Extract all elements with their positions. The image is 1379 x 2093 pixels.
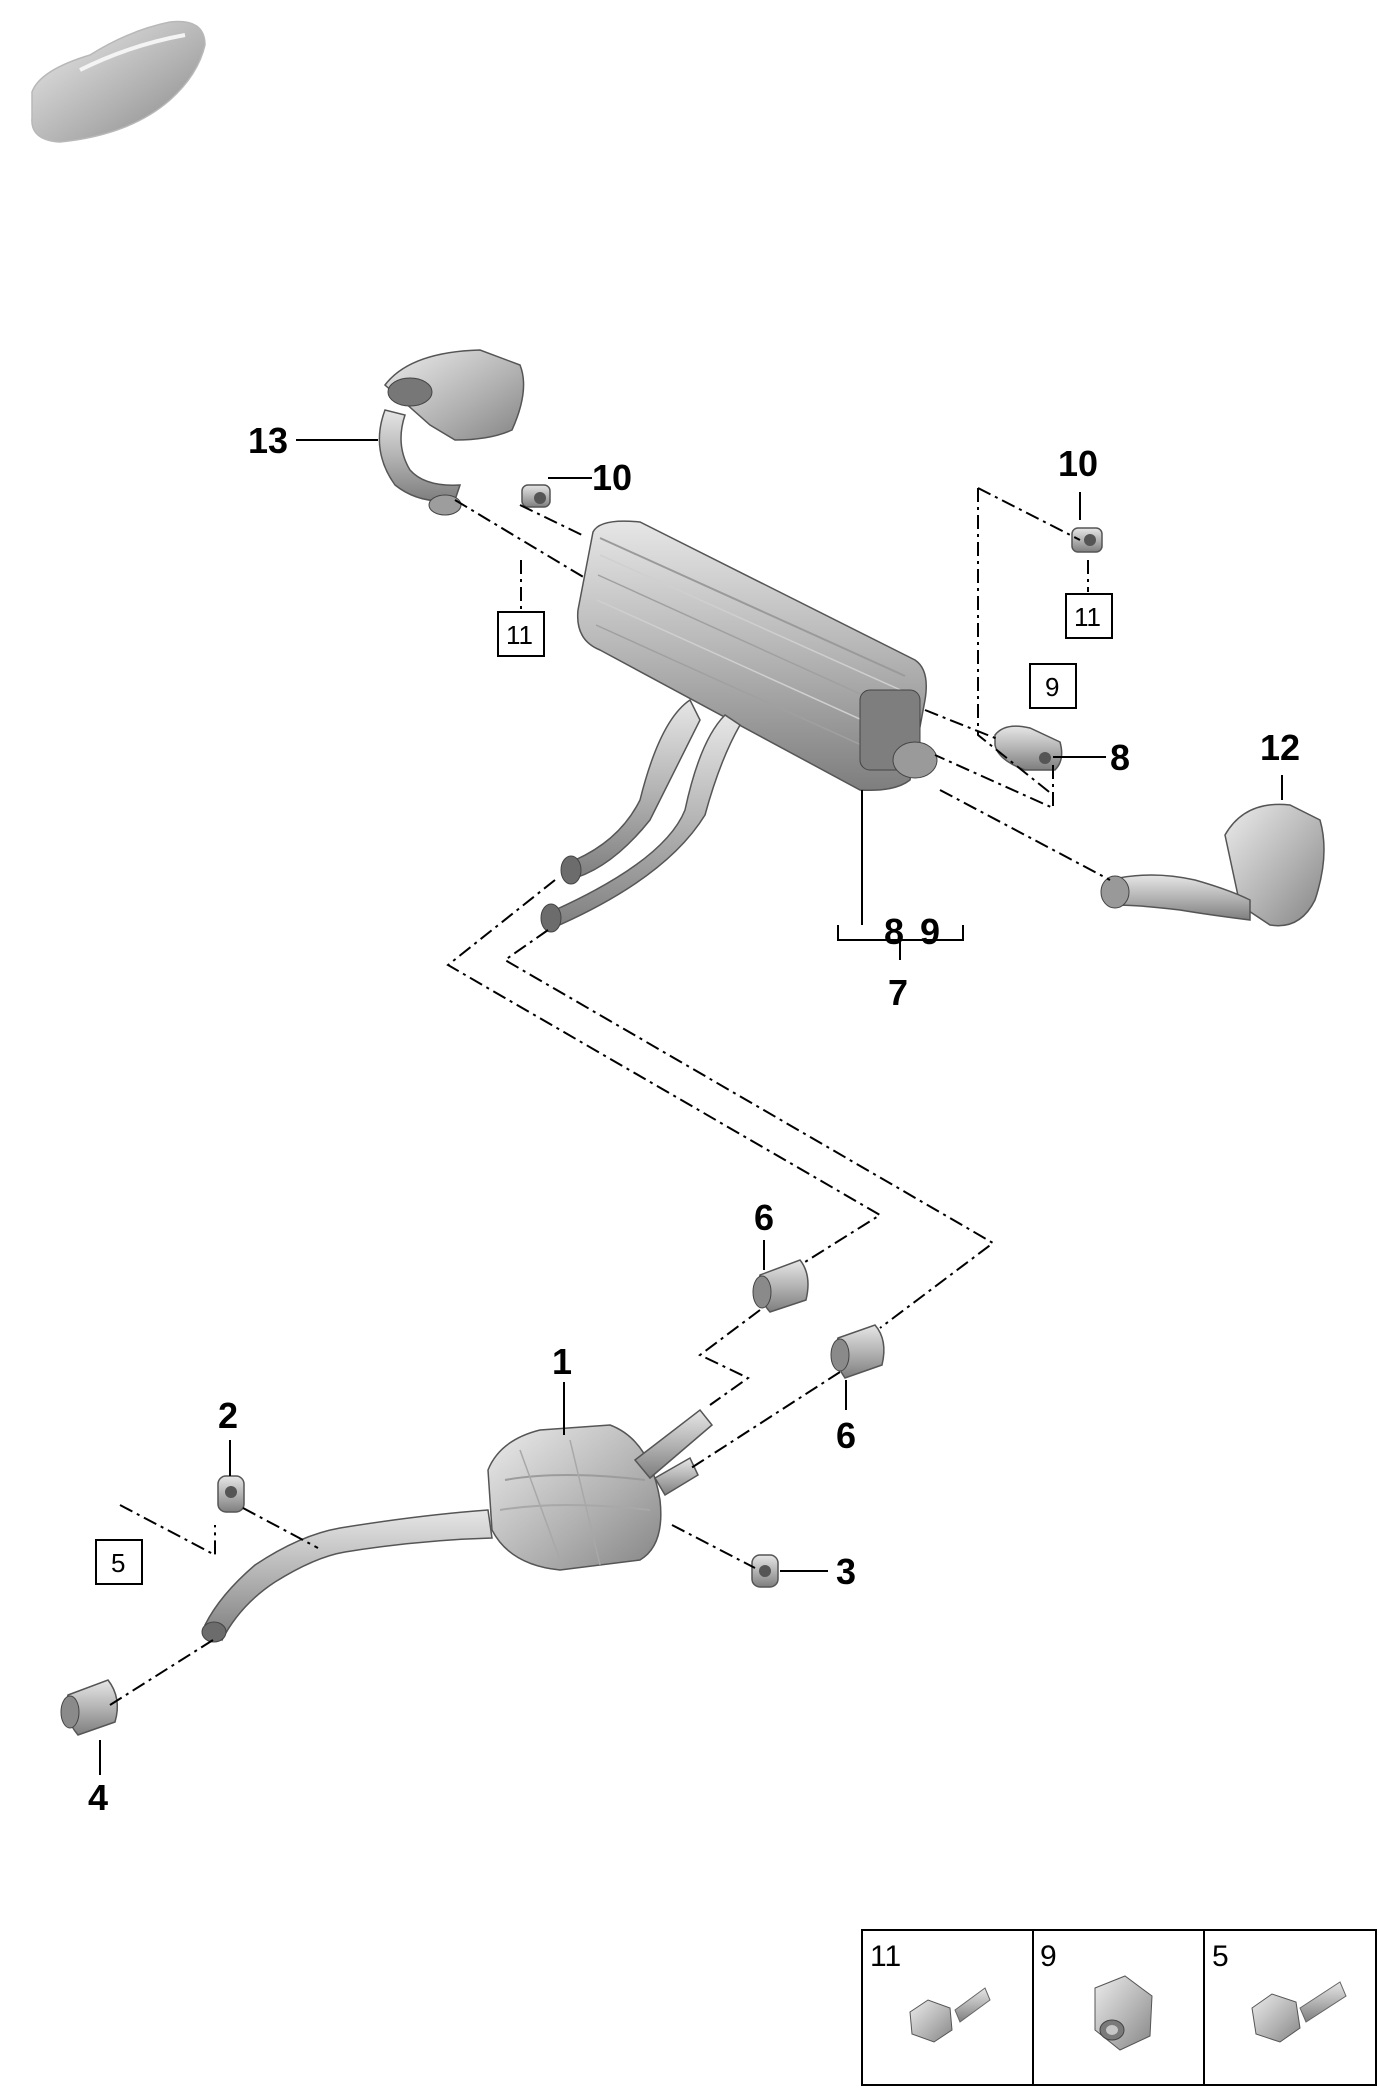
right-tailpipe-part bbox=[1100, 803, 1325, 927]
callout-6-lower: 6 bbox=[836, 1415, 856, 1456]
boxed-ref-9: 9 bbox=[1029, 663, 1077, 709]
callout-13: 13 bbox=[248, 420, 288, 461]
legend-number-9: 9 bbox=[1040, 1940, 1057, 1973]
callout-labels: 13 10 10 8 12 8 9 7 6 6 1 2 3 4 bbox=[88, 420, 1300, 1818]
legend-number-11: 11 bbox=[870, 1940, 901, 1973]
svg-text:11: 11 bbox=[1074, 602, 1101, 632]
boxed-ref-11-right: 11 bbox=[1065, 593, 1113, 639]
rear-silencer-part bbox=[540, 520, 938, 933]
flange-bolt-icon bbox=[1251, 1981, 1347, 2043]
front-silencer-part bbox=[201, 1408, 714, 1643]
callout-10-left: 10 bbox=[592, 457, 632, 498]
actuator-part bbox=[994, 725, 1063, 771]
clamp-part bbox=[60, 1679, 119, 1736]
rubber-mount-part bbox=[1071, 527, 1103, 553]
callout-10-right: 10 bbox=[1058, 443, 1098, 484]
callout-1: 1 bbox=[552, 1341, 572, 1382]
callout-4: 4 bbox=[88, 1777, 108, 1818]
rubber-mount-part bbox=[751, 1554, 779, 1588]
legend-number-5: 5 bbox=[1212, 1940, 1229, 1973]
svg-text:5: 5 bbox=[111, 1548, 125, 1578]
leader-lines bbox=[99, 439, 1283, 1775]
callout-8-group: 8 bbox=[884, 911, 904, 952]
callout-8: 8 bbox=[1110, 737, 1130, 778]
assembly-lines bbox=[109, 487, 1111, 1706]
left-tailpipe-part bbox=[378, 349, 525, 516]
fastener-legend: 11 9 5 bbox=[861, 1929, 1377, 2086]
rubber-mount-part bbox=[521, 484, 551, 508]
legend-cell-9: 9 bbox=[1040, 1940, 1153, 2051]
car-silhouette-icon bbox=[31, 20, 206, 143]
hex-nut-icon bbox=[1094, 1975, 1153, 2051]
callout-12: 12 bbox=[1260, 727, 1300, 768]
hex-bolt-icon bbox=[909, 1987, 991, 2043]
callout-6-upper: 6 bbox=[754, 1197, 774, 1238]
boxed-ref-11-left: 11 bbox=[497, 611, 545, 657]
boxed-ref-5: 5 bbox=[95, 1539, 143, 1585]
clamp-part bbox=[752, 1259, 809, 1313]
callout-9-group: 9 bbox=[920, 911, 940, 952]
rubber-mount-part bbox=[217, 1475, 245, 1513]
callout-7: 7 bbox=[888, 972, 908, 1013]
boxed-references: 11 11 9 5 bbox=[95, 593, 1113, 1585]
legend-cell-11: 11 bbox=[870, 1940, 991, 2043]
legend-cell-5: 5 bbox=[1212, 1940, 1347, 2043]
callout-2: 2 bbox=[218, 1395, 238, 1436]
clamp-part bbox=[830, 1324, 885, 1379]
svg-text:9: 9 bbox=[1045, 672, 1059, 702]
svg-text:11: 11 bbox=[506, 620, 533, 650]
callout-3: 3 bbox=[836, 1551, 856, 1592]
